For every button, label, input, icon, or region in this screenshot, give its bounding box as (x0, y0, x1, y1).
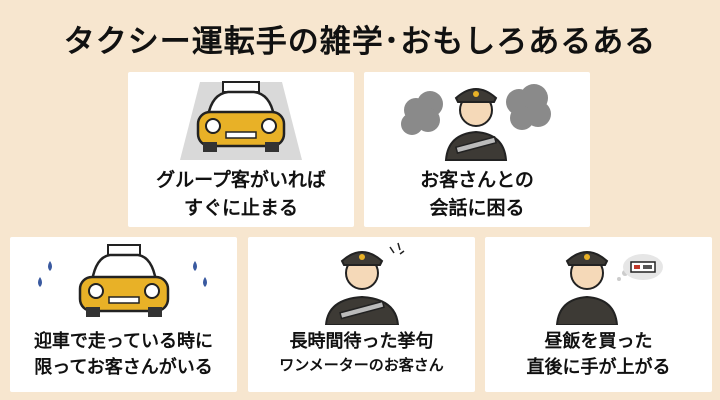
driver-illustration (324, 242, 405, 325)
card-caption: 迎車で走っている時に 限ってお客さんがいる (33, 331, 214, 379)
page-title: タクシー運転手の雑学･おもしろあるある (63, 24, 657, 60)
card-caption: 長時間待った挙句 ワンメーターのお客さん (279, 331, 444, 375)
taxi-illustration (38, 244, 207, 317)
card-pickup: 迎車で走っている時に 限ってお客さんがいる (10, 237, 237, 392)
card-group-customers: グループ客がいれば すぐに止まる (128, 72, 354, 227)
card-caption: グループ客がいれば すぐに止まる (156, 169, 326, 219)
taxi-illustration (180, 81, 302, 160)
driver-illustration (401, 84, 551, 161)
card-conversation: お客さんとの 会話に困る (364, 72, 590, 227)
card-caption: お客さんとの 会話に困る (420, 169, 534, 219)
card-long-wait: 長時間待った挙句 ワンメーターのお客さん (248, 237, 475, 392)
card-caption: 昼飯を買った 直後に手が上がる (526, 331, 671, 379)
card-lunch: 昼飯を買った 直後に手が上がる (485, 237, 712, 392)
driver-illustration (555, 251, 663, 325)
